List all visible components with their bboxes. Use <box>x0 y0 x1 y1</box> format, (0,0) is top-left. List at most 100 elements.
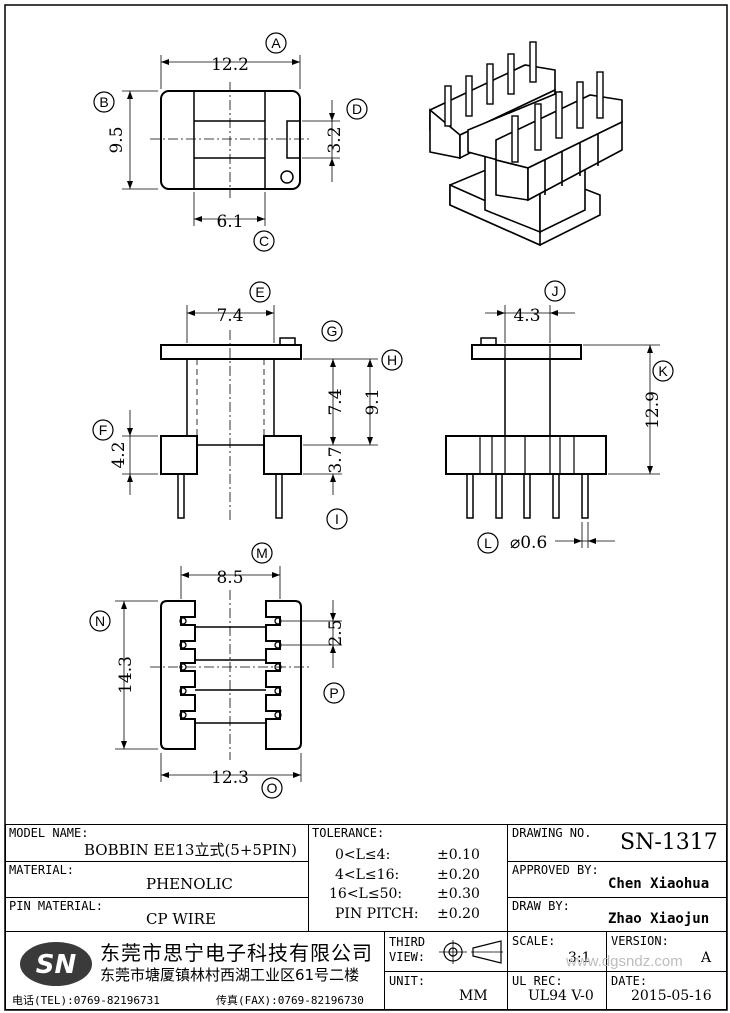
scale-label: SCALE: <box>512 934 556 948</box>
svg-text:J: J <box>552 283 559 299</box>
isometric-view <box>429 41 623 247</box>
pin-material-label: PIN MATERIAL: <box>9 899 103 913</box>
draw-by: Zhao Xiaojun <box>608 911 710 927</box>
drawing-no-label: DRAWING NO. <box>512 826 592 840</box>
dim-j-value: 4.3 <box>513 306 540 326</box>
company-name: 东莞市思宁电子科技有限公司 <box>100 941 373 965</box>
third-view-cell: THIRD VIEW: <box>384 931 507 971</box>
dim-e-value: 7.4 <box>216 306 243 326</box>
material-cell: MATERIAL: PHENOLIC <box>6 861 308 897</box>
approved-by: Chen Xiaohua <box>608 876 710 892</box>
sn-logo-icon: SN <box>20 942 92 986</box>
tol-range-4: PIN PITCH: <box>335 906 419 922</box>
bottom-view <box>115 566 342 782</box>
top-view <box>122 55 340 226</box>
tol-value-2: ±0.20 <box>437 867 480 883</box>
ul-label: UL REC: <box>512 974 563 988</box>
dim-a-value: 12.2 <box>211 55 249 75</box>
balloon-p: P <box>323 682 345 704</box>
approved-label: APPROVED BY: <box>512 863 599 877</box>
dim-p-value: 2.5 <box>326 619 346 646</box>
dim-o-value: 12.3 <box>211 768 249 788</box>
date-cell: DATE: 2015-05-16 <box>606 971 726 1009</box>
third-view-line1: THIRD <box>389 935 426 949</box>
dim-h2-value: 7.4 <box>326 388 346 415</box>
model-cell: MODEL NAME: BOBBIN EE13立式(5+5PIN) <box>6 825 308 861</box>
balloon-o: O <box>261 777 283 799</box>
fax: 传真(FAX):0769-82196730 <box>216 994 364 1007</box>
svg-text:P: P <box>329 685 338 701</box>
dim-m-value: 8.5 <box>216 568 243 588</box>
balloon-h: H <box>381 349 403 371</box>
tol-value-4: ±0.20 <box>437 906 480 922</box>
balloon-a: A <box>265 32 287 54</box>
svg-text:E: E <box>255 284 264 300</box>
dim-k-value: 12.9 <box>643 391 663 429</box>
draw-label: DRAW BY: <box>512 899 570 913</box>
pin-material-value: CP WIRE <box>146 910 216 928</box>
svg-text:B: B <box>99 94 108 110</box>
unit-label: UNIT: <box>389 974 426 988</box>
svg-text:I: I <box>335 511 339 527</box>
tol-range-2: 4<L≤16: <box>335 867 400 883</box>
third-angle-projection-icon <box>439 940 503 964</box>
balloon-g: G <box>321 320 343 342</box>
pin-material-cell: PIN MATERIAL: CP WIRE <box>6 897 308 931</box>
approved-cell: APPROVED BY: Chen Xiaohua <box>507 861 726 897</box>
balloon-n: N <box>89 610 111 632</box>
tol-range-1: 0<L≤4: <box>335 847 391 863</box>
dim-n-value: 14.3 <box>116 656 136 694</box>
third-view-line2: VIEW: <box>389 950 426 964</box>
svg-text:K: K <box>658 363 668 379</box>
tolerance-label: TOLERANCE: <box>312 826 385 840</box>
side-view <box>445 305 660 548</box>
unit-value: MM <box>459 988 488 1004</box>
dim-l-value: ⌀0.6 <box>510 533 547 553</box>
svg-text:G: G <box>327 323 338 339</box>
unit-cell: UNIT: MM <box>384 971 507 1009</box>
ul-cell: UL REC: UL94 V-0 <box>507 971 606 1009</box>
svg-text:F: F <box>99 422 108 438</box>
balloon-j: J <box>544 280 566 302</box>
balloon-d: D <box>346 98 368 120</box>
material-value: PHENOLIC <box>146 875 233 893</box>
dim-i-value: 3.7 <box>326 446 346 473</box>
balloon-l: L <box>477 532 499 554</box>
svg-text:L: L <box>484 535 492 551</box>
svg-text:C: C <box>259 233 269 249</box>
model-label: MODEL NAME: <box>9 826 89 840</box>
date-label: DATE: <box>611 974 648 988</box>
phone: 电话(TEL):0769-82196731 <box>12 994 160 1007</box>
date-value: 2015-05-16 <box>631 988 712 1004</box>
dim-c-value: 6.1 <box>216 212 243 232</box>
svg-text:N: N <box>95 613 105 629</box>
svg-text:H: H <box>387 352 397 368</box>
scale-value: 3:1 <box>568 950 591 966</box>
front-view <box>122 305 378 520</box>
balloon-c: C <box>253 230 275 252</box>
balloon-k: K <box>652 360 674 382</box>
tolerance-cell: TOLERANCE: 0<L≤4: ±0.10 4<L≤16: ±0.20 16… <box>308 825 507 931</box>
version-cell: VERSION: A <box>606 931 726 971</box>
svg-text:A: A <box>271 35 281 51</box>
draw-cell: DRAW BY: Zhao Xiaojun <box>507 897 726 931</box>
tol-value-3: ±0.30 <box>437 886 480 902</box>
balloon-f: F <box>92 419 114 441</box>
balloon-b: B <box>93 91 115 113</box>
dim-b-value: 9.5 <box>107 126 127 153</box>
logo-text: SN <box>36 950 77 980</box>
title-block: MODEL NAME: BOBBIN EE13立式(5+5PIN) MATERI… <box>5 824 727 1010</box>
dim-f-value: 4.2 <box>109 441 129 468</box>
svg-text:M: M <box>256 545 268 561</box>
watermark: www.dgsndz.com <box>566 953 683 970</box>
version-value: A <box>701 950 712 966</box>
dim-h-value: 9.1 <box>363 388 383 415</box>
company-address: 东莞市塘厦镇林村西湖工业区61号二楼 <box>100 966 360 984</box>
svg-text:O: O <box>267 780 278 796</box>
tol-range-3: 16<L≤50: <box>329 886 403 902</box>
tol-value-1: ±0.10 <box>437 847 480 863</box>
scale-cell: SCALE: 3:1 <box>507 931 606 971</box>
company-block: SN 东莞市思宁电子科技有限公司 东莞市塘厦镇林村西湖工业区61号二楼 电话(T… <box>6 931 384 1009</box>
drawing-no-cell: DRAWING NO. SN-1317 <box>507 825 726 861</box>
